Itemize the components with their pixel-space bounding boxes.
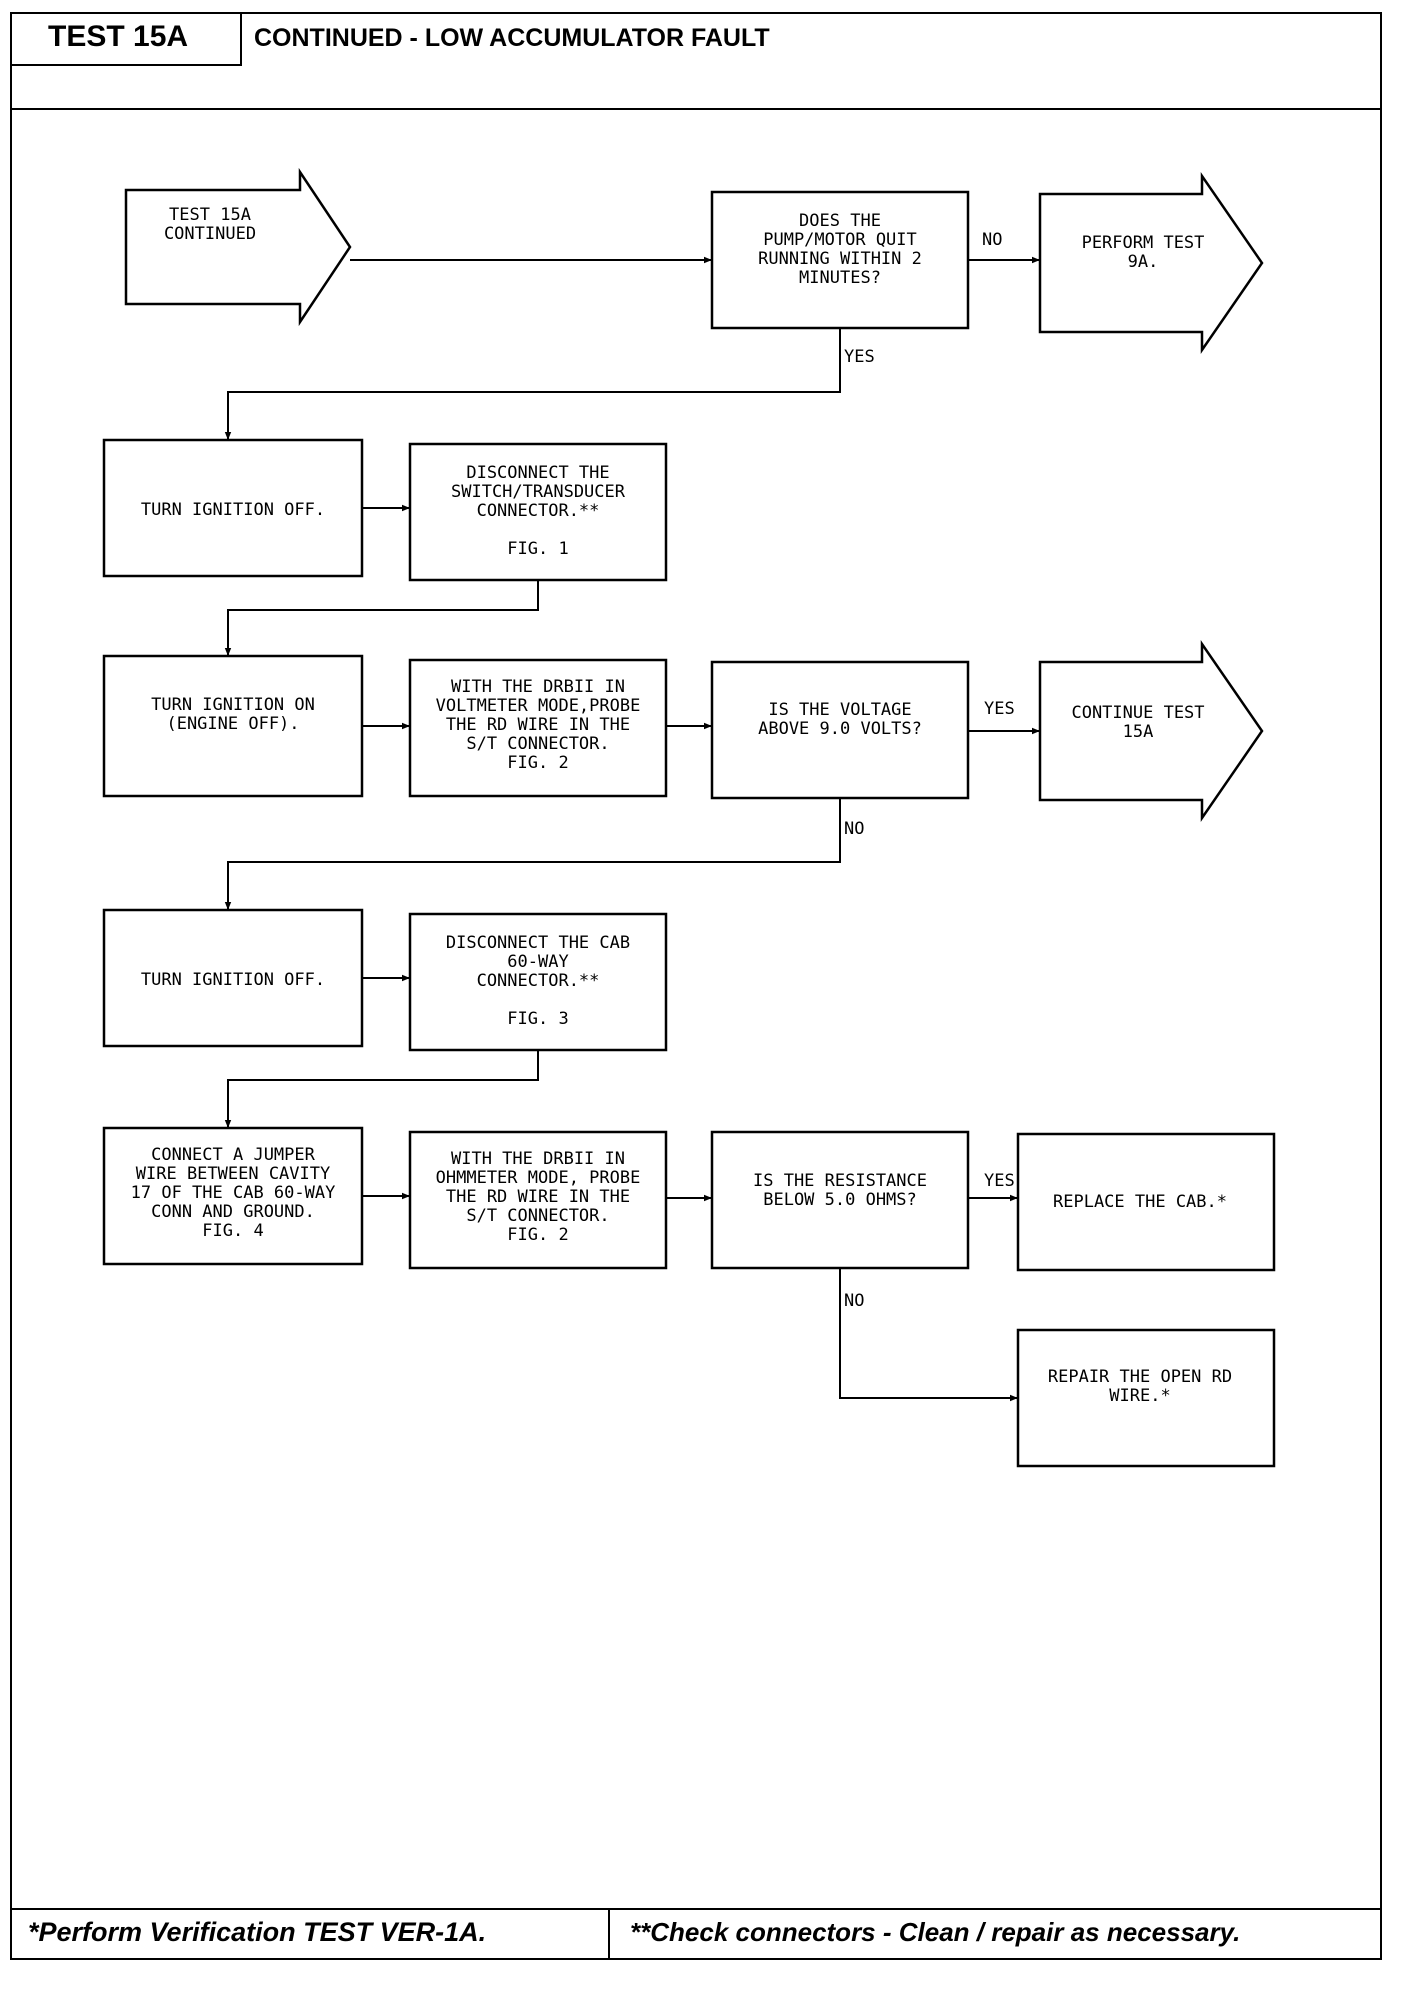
node-text-line: WITH THE DRBII IN [451,1149,625,1169]
node-text-line: PERFORM TEST [1082,233,1205,253]
node-text-line: VOLTMETER MODE,PROBE [436,696,641,716]
node-text-line: (ENGINE OFF). [166,714,299,734]
node-text-line: WITH THE DRBII IN [451,677,625,697]
node-text-line: TURN IGNITION ON [151,695,315,715]
node-text-line: DISCONNECT THE CAB [446,933,630,953]
node-text-line: DOES THE [799,211,881,231]
node-text-line: FIG. 4 [202,1221,263,1241]
node-box [408,442,668,582]
node-text-line: S/T CONNECTOR. [466,1206,609,1226]
node-text-line: FIG. 2 [507,1225,568,1245]
node-text-line: 15A [1123,722,1154,742]
node-text-line: CONN AND GROUND. [151,1202,315,1222]
node-arrow-shape [124,167,352,327]
node-text-line: CONNECT A JUMPER [151,1145,316,1165]
flow-node-ign_on: TURN IGNITION ON(ENGINE OFF). [102,654,364,798]
flow-edge-e_q_off1 [224,328,841,440]
flow-node-ign_off_1: TURN IGNITION OFF. [102,438,364,578]
footer-divider [608,1908,610,1960]
flow-node-replace_cab: REPLACE THE CAB.* [1016,1132,1276,1272]
node-box [1016,1328,1276,1468]
node-text-line: MINUTES? [799,268,881,288]
footer-frame [10,1908,1382,1960]
node-text-line: ABOVE 9.0 VOLTS? [758,719,922,739]
footer-note-verification: *Perform Verification TEST VER-1A. [28,1917,487,1947]
node-text-line: TURN IGNITION OFF. [141,500,325,520]
test-label: TEST 15A [48,20,189,53]
edge-label-e_qr_repair: NO [844,1291,864,1311]
footer-note-connectors: **Check connectors - Clean / repair as n… [630,1917,1241,1947]
node-text-line: OHMMETER MODE, PROBE [436,1168,641,1188]
edge-label-e_q_9a: NO [982,230,1002,250]
node-text-line: WIRE.* [1109,1386,1170,1406]
flow-edge-e_disc_jump [224,1050,539,1128]
edge-label-e_q_off1: YES [844,347,875,367]
node-text-line: THE RD WIRE IN THE [446,715,630,735]
flow-edge-e_qv_off2 [224,798,841,910]
node-text-line: RUNNING WITHIN 2 [758,249,922,269]
node-text-line: FIG. 2 [507,753,568,773]
edge-label-e_qr_rep: YES [984,1171,1015,1191]
node-text-line: IS THE VOLTAGE [768,700,911,720]
node-text-line: DISCONNECT THE [466,463,609,483]
node-text-line: THE RD WIRE IN THE [446,1187,630,1207]
node-box [710,190,970,330]
flow-edge-e_disc_on [224,580,539,656]
node-text-line: REPLACE THE CAB.* [1053,1192,1227,1212]
node-box [102,908,364,1048]
node-arrow-shape [1038,171,1264,355]
node-box [102,654,364,798]
node-arrow-shape [1038,639,1264,823]
edge-label-e_qv_cont: YES [984,699,1015,719]
node-box [102,438,364,578]
node-box [710,660,970,800]
node-box [102,1126,364,1266]
node-box [710,1130,970,1270]
node-box [408,912,668,1052]
node-text-line: CONTINUE TEST [1071,703,1204,723]
page-title: CONTINUED - LOW ACCUMULATOR FAULT [254,24,770,52]
node-text-line: FIG. 3 [507,1009,568,1029]
node-text-line: TURN IGNITION OFF. [141,970,325,990]
node-text-line: CONNECTOR.** [477,501,600,521]
node-box [408,1130,668,1270]
node-text-line: IS THE RESISTANCE [753,1171,927,1191]
node-text-line: 17 OF THE CAB 60-WAY [131,1183,336,1203]
node-text-line: WIRE BETWEEN CAVITY [136,1164,330,1184]
node-text-line: FIG. 1 [507,539,568,559]
node-box [408,658,668,798]
node-text-line: 60-WAY [507,952,568,972]
node-text-line: CONTINUED [164,224,256,244]
node-text-line: CONNECTOR.** [477,971,600,991]
node-text-line: TEST 15A [169,205,251,225]
node-text-line: SWITCH/TRANSDUCER [451,482,626,502]
node-text-line: 9A. [1128,252,1159,272]
flow-node-disc_st: DISCONNECT THESWITCH/TRANSDUCERCONNECTOR… [408,442,668,582]
flow-edge-e_qr_repair [839,1268,1018,1402]
edge-label-e_qv_off2: NO [844,819,864,839]
test-label-box [10,12,242,66]
node-text-line: PUMP/MOTOR QUIT [763,230,917,250]
node-text-line: REPAIR THE OPEN RD [1048,1367,1232,1387]
node-text-line: S/T CONNECTOR. [466,734,609,754]
flow-node-ign_off_2: TURN IGNITION OFF. [102,908,364,1048]
node-box [1016,1132,1276,1272]
node-text-line: BELOW 5.0 OHMS? [763,1190,917,1210]
